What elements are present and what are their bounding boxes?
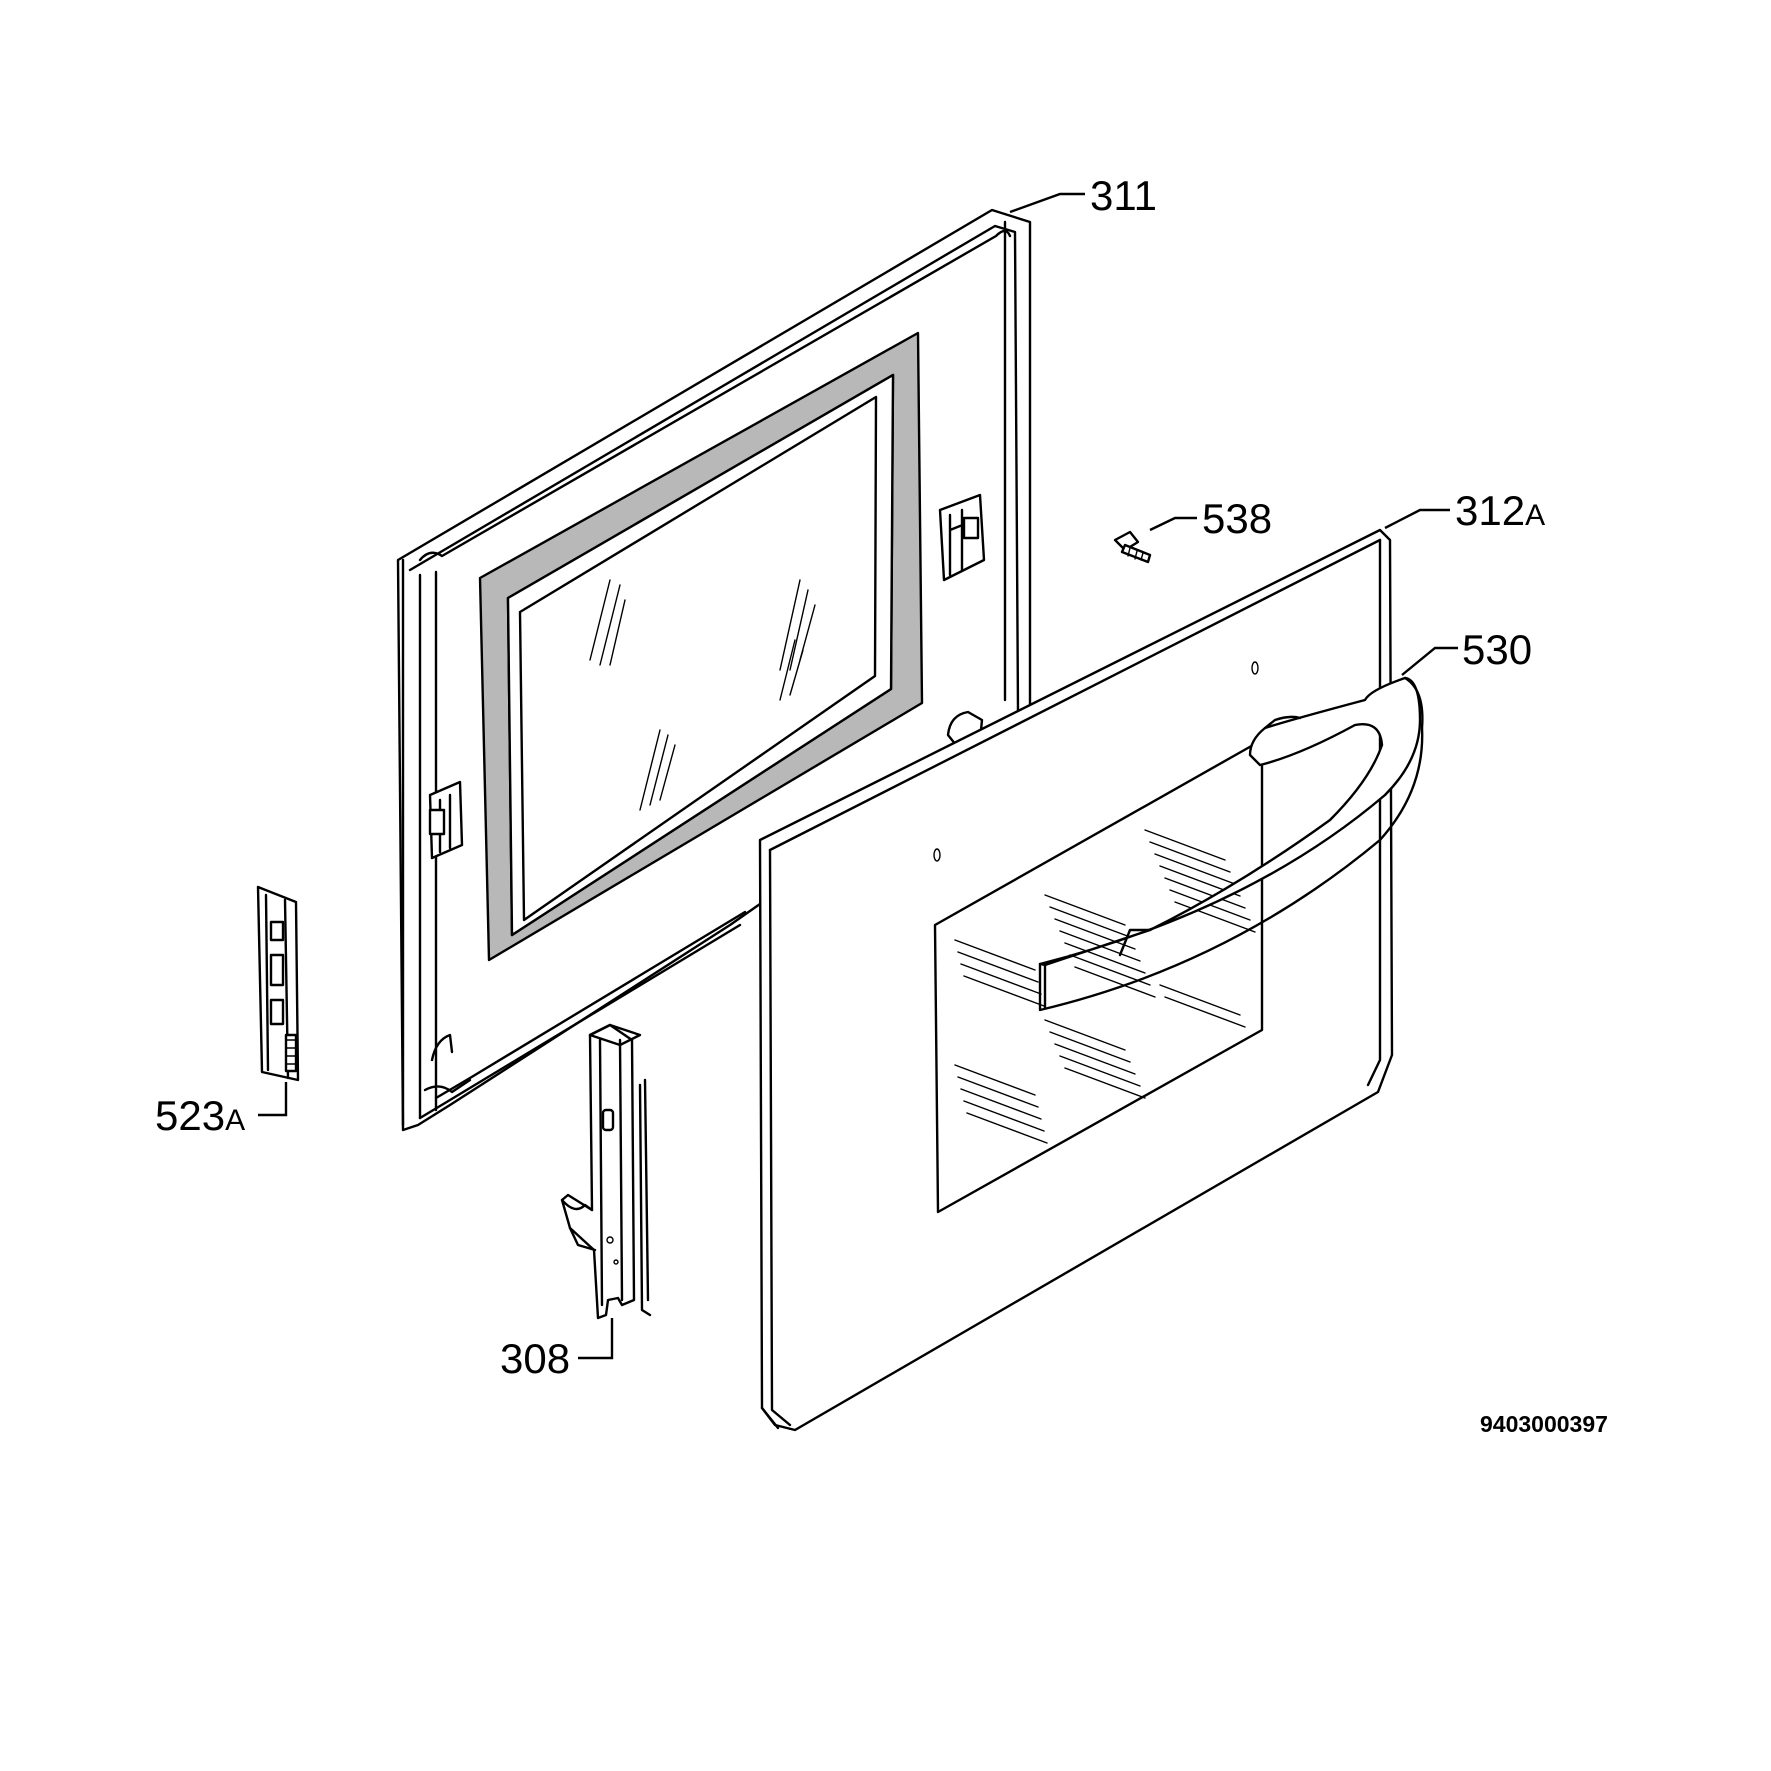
label-312a: 312A — [1455, 487, 1545, 534]
hinge-308 — [560, 1023, 652, 1320]
door-handle-530 — [1038, 676, 1424, 1012]
label-523a: 523A — [155, 1092, 245, 1139]
label-312a-number: 312 — [1455, 487, 1525, 534]
screw-538 — [1113, 530, 1152, 564]
label-523a-number: 523 — [155, 1092, 225, 1139]
document-number: 9403000397 — [1480, 1411, 1608, 1437]
label-530: 530 — [1462, 626, 1532, 673]
inner-door-frame-311 — [396, 208, 1032, 1132]
label-311: 311 — [1090, 172, 1157, 219]
latch-523a — [256, 885, 300, 1082]
label-538: 538 — [1202, 495, 1272, 542]
outer-door-panel-312a — [758, 528, 1394, 1432]
label-523a-suffix: A — [225, 1104, 245, 1137]
label-308: 308 — [500, 1335, 570, 1382]
label-312a-suffix: A — [1525, 499, 1545, 532]
leader-lines — [258, 192, 1458, 1360]
